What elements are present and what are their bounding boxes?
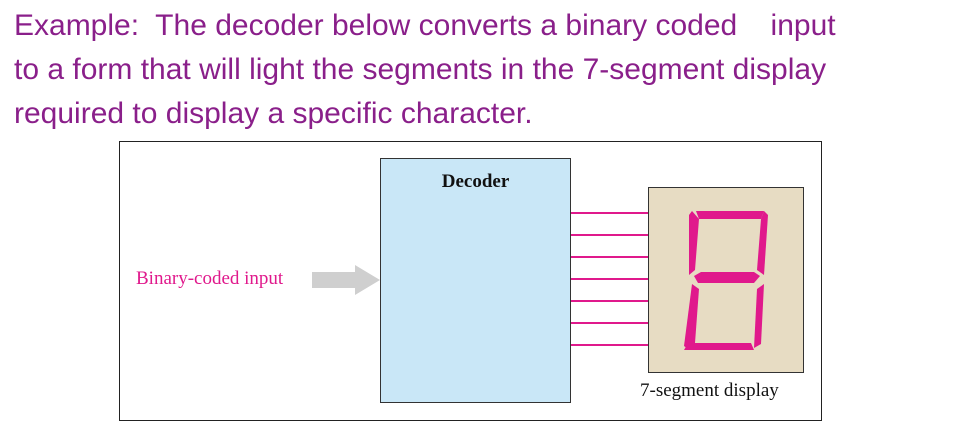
segment-d [684,343,754,350]
heading-line-3: required to display a specific character… [14,97,533,130]
display-label: 7-segment display [640,380,779,401]
signal-lines [571,212,648,346]
segment-f [689,211,699,275]
decoder-label: Decoder [441,171,510,192]
binary-input-label: Binary-coded input [136,268,284,289]
digit-eight [684,211,768,350]
heading-line-1: Example: The decoder below converts a bi… [14,9,836,42]
segment-c [754,284,764,348]
heading-text: Example: The decoder below converts a bi… [14,4,964,136]
figure-frame [119,141,822,421]
segment-a [696,211,764,219]
decoder-block [380,158,571,403]
heading-line-2: to a form that will light the segments i… [14,53,827,86]
input-arrow [312,265,380,295]
segment-e [684,284,699,349]
segment-b [757,211,768,275]
segment-g [694,272,760,283]
